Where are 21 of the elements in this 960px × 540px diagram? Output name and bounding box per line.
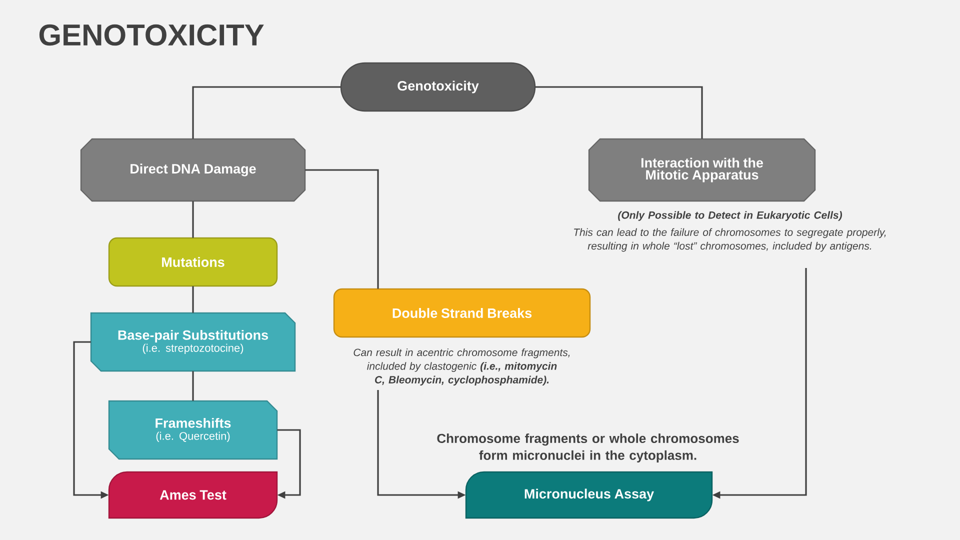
description-text: This can lead to the failure of chromosomes to segregate properly, resulting in whole “lost” chromosomes, included by antigens. bbox=[574, 228, 886, 252]
description-text: (Only Possible to Detect in Eukaryotic Cells) bbox=[618, 211, 842, 221]
root-box: Genotoxicity bbox=[340, 62, 536, 112]
connector bbox=[535, 86, 703, 139]
connector bbox=[305, 169, 379, 289]
process-box: Base-pair Substitutions (i.e. streptozotocine) bbox=[90, 312, 296, 372]
result-box: Micronucleus Assay bbox=[465, 471, 713, 519]
connector bbox=[192, 371, 194, 401]
process-box: Mutations bbox=[108, 237, 278, 287]
connector bbox=[277, 429, 301, 499]
category-box: Interaction with the Mitotic Apparatus bbox=[588, 138, 816, 202]
description-text: Chromosome fragments or whole chromosomes form micronuclei in the cytoplasm. bbox=[437, 433, 739, 462]
result-box: Ames Test bbox=[108, 471, 278, 519]
connector bbox=[192, 86, 341, 139]
connector bbox=[192, 201, 194, 238]
process-box: Frameshifts (i.e. Quercetin) bbox=[108, 400, 278, 460]
description-text: Can result in acentric chromosome fragments, included by clastogenic (i.e., mitomycin C, Bleomycin, cyclophosphamide). bbox=[354, 348, 570, 386]
connector bbox=[192, 286, 194, 313]
process-box: Double Strand Breaks bbox=[333, 288, 591, 338]
category-box: Direct DNA Damage bbox=[80, 138, 306, 202]
page-title: GENOTOXICITY bbox=[39, 24, 264, 46]
